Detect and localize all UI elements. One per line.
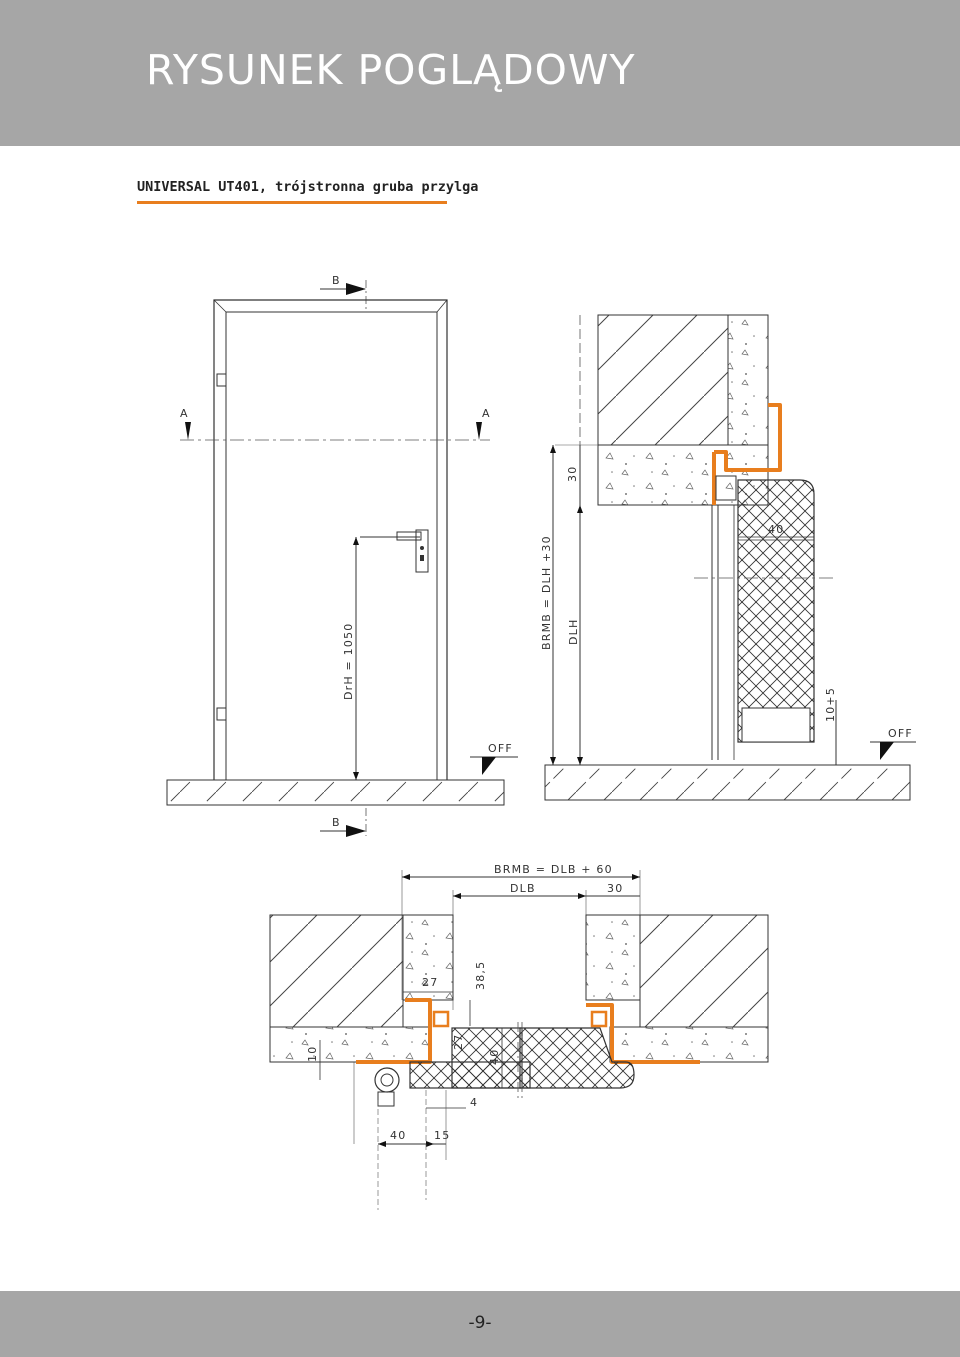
- footer-bar: -9-: [0, 1291, 960, 1357]
- hinge-top: [216, 373, 227, 387]
- section-b-top-arrow: [346, 283, 366, 295]
- section-a-left-arrow: [185, 422, 191, 440]
- frame-seal: [715, 475, 737, 501]
- frame-miter-right: [436, 299, 448, 313]
- dim-40-arrow-right: [426, 1141, 434, 1147]
- lock-cylinder-icon: [420, 546, 424, 550]
- plaster-head: [727, 314, 769, 446]
- frame-profile-left: [356, 998, 432, 1064]
- wall-left-masonry: [269, 914, 404, 1028]
- dlb-arrow-right: [578, 893, 586, 899]
- dim-40-v-label: 40: [488, 1049, 501, 1065]
- wall-right-reveal: [609, 1026, 769, 1063]
- dlh-label: DLH: [567, 619, 580, 645]
- door-elevation: B A A DrH = 1050 OFF: [166, 274, 518, 837]
- keyhole-icon: [420, 555, 424, 561]
- dim-40b-label: 40: [390, 1129, 406, 1142]
- handle-lever: [396, 531, 422, 541]
- masonry-head: [597, 314, 729, 446]
- dlh-arrow-bottom: [577, 757, 583, 765]
- hinge-barrel-icon: [374, 1067, 400, 1093]
- subtitle-underline: [137, 201, 447, 204]
- dim-30-label: 30: [566, 466, 579, 482]
- drh-arrow-top: [353, 537, 359, 545]
- vertical-section: 30 40 BRMB = DLH +30 DLH 10+5 OFF: [540, 314, 916, 801]
- leaf-core-right: [519, 1027, 635, 1089]
- door-frame-inner: [225, 311, 438, 780]
- frame-profile-vertical: [712, 403, 782, 505]
- off-triangle-right: [880, 742, 894, 760]
- dlb-label: DLB: [510, 882, 536, 895]
- floor-slab-left: [166, 779, 505, 806]
- wall-left-reveal: [269, 1026, 431, 1063]
- brmb-arrow-top: [550, 445, 556, 453]
- seal-profile-right: [590, 1010, 608, 1028]
- frame-miter-left: [213, 299, 227, 313]
- brmb-h-label: BRMB = DLB + 60: [494, 863, 613, 876]
- section-b-top-label: B: [332, 274, 341, 287]
- dim-10-label: 10: [306, 1046, 319, 1062]
- door-frame-outer: [213, 299, 448, 780]
- header-bar: RYSUNEK POGLĄDOWY: [0, 0, 960, 146]
- section-a-right-label: A: [482, 407, 491, 420]
- brmb-label: BRMB = DLH +30: [540, 535, 553, 650]
- dlh-arrow-top: [577, 505, 583, 513]
- door-leaf-section: [737, 479, 815, 743]
- off-triangle-left: [482, 757, 496, 775]
- section-b-bottom-arrow: [346, 825, 366, 837]
- off-label-right: OFF: [888, 727, 913, 740]
- handle-escutcheon: [415, 529, 429, 573]
- wall-right-plaster: [585, 914, 641, 1001]
- dim-40-label: 40: [768, 523, 784, 536]
- floor-slab-right: [544, 764, 911, 801]
- brmb-h-arrow-right: [632, 874, 640, 880]
- brmb-arrow-bottom: [550, 757, 556, 765]
- dim-27b-label: 27: [452, 1034, 465, 1050]
- page-title: RYSUNEK POGLĄDOWY: [146, 46, 636, 94]
- horizontal-section: BRMB = DLB + 60 DLB 30: [269, 863, 769, 1210]
- drh-dimension-label: DrH = 1050: [342, 623, 355, 700]
- dim-15-label: 15: [434, 1129, 450, 1142]
- dlb-arrow-left: [453, 893, 461, 899]
- brmb-h-arrow-left: [402, 874, 410, 880]
- dim-27-label: 27: [422, 976, 438, 989]
- section-b-bottom-label: B: [332, 816, 341, 829]
- page-number: -9-: [468, 1313, 492, 1333]
- gap-label: 10+5: [824, 687, 837, 722]
- wall-right-masonry: [639, 914, 769, 1028]
- frame-profile-right: [586, 1003, 700, 1064]
- drawing-subtitle: UNIVERSAL UT401, trójstronna gruba przyl…: [137, 179, 479, 195]
- drh-arrow-bottom: [353, 772, 359, 780]
- bottom-seal: [741, 707, 811, 743]
- dim-40-arrow-left: [378, 1141, 386, 1147]
- dim-4-label: 4: [470, 1096, 478, 1109]
- dim-38-5-label: 38,5: [474, 961, 487, 990]
- dim-30-h-label: 30: [607, 882, 623, 895]
- hinge-bottom: [216, 707, 227, 721]
- off-label-left: OFF: [488, 742, 513, 755]
- hinge-pin-icon: [380, 1073, 394, 1087]
- section-a-right-arrow: [476, 422, 482, 440]
- wall-left-plaster: [402, 914, 454, 1001]
- hinge-leaf: [377, 1091, 395, 1107]
- seal-profile-left: [432, 1010, 450, 1028]
- section-a-left-label: A: [180, 407, 189, 420]
